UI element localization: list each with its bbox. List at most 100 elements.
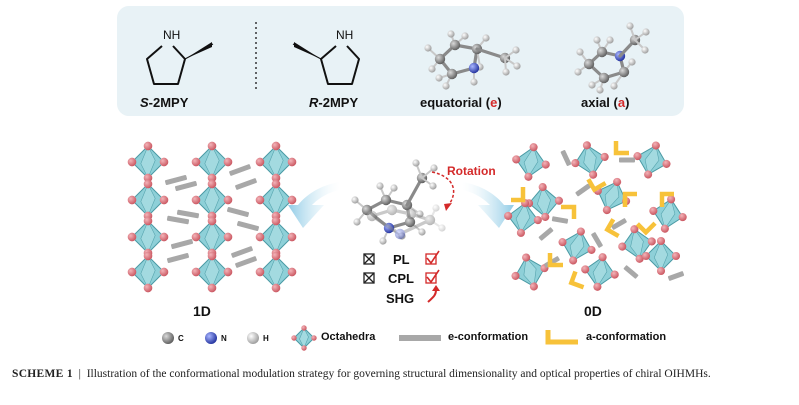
halide-atom xyxy=(504,211,513,220)
halide-atom xyxy=(207,179,217,189)
label-1d: 1D xyxy=(193,303,211,319)
halide-atom xyxy=(271,179,281,189)
hydrogen-atom xyxy=(626,22,634,30)
s-prefix: S xyxy=(140,95,149,110)
octahedron xyxy=(504,199,542,237)
e-conformation-mark xyxy=(166,252,190,264)
halide-atom xyxy=(541,212,550,221)
pl-crossed-box xyxy=(363,253,375,265)
halide-atom xyxy=(207,283,217,293)
hydrogen-atom xyxy=(574,68,582,76)
hydrogen-atom xyxy=(351,196,359,204)
a-conformation-mark xyxy=(635,221,657,236)
octahedron xyxy=(649,195,687,233)
rotation-arrowhead xyxy=(444,203,452,211)
caption-label: SCHEME 1 xyxy=(12,368,73,380)
halide-atom xyxy=(618,242,627,251)
a-conformation-mark xyxy=(568,270,585,290)
carbon-atom xyxy=(162,332,174,344)
halide-atom xyxy=(271,216,281,226)
carbon-atom xyxy=(404,216,416,228)
hydrogen-atom xyxy=(513,62,521,70)
halide-atom xyxy=(143,141,153,151)
halide-atom xyxy=(287,195,297,205)
hydrogen-atom xyxy=(429,182,437,190)
halide-atom xyxy=(255,267,265,277)
a-conformation-mark xyxy=(613,141,629,156)
octahedron xyxy=(581,253,619,291)
e-conformation-mark xyxy=(235,178,257,190)
caption-separator: | xyxy=(78,368,81,380)
hydrogen-atom xyxy=(430,164,438,172)
carbon-atom xyxy=(598,72,610,84)
halide-atom xyxy=(159,195,169,205)
octahedron xyxy=(618,225,656,263)
hydrogen-atom xyxy=(353,218,361,226)
halide-atom xyxy=(271,251,281,261)
halide-atom xyxy=(610,270,619,279)
property-cpl: CPL xyxy=(388,271,414,286)
one-d-structure xyxy=(127,141,297,293)
halide-atom xyxy=(554,196,563,205)
halide-atom xyxy=(191,195,201,205)
halide-atom xyxy=(529,143,538,152)
e-conformation-mark xyxy=(575,183,591,197)
halide-atom xyxy=(649,206,658,215)
halide-atom xyxy=(223,157,233,167)
legend-octahedra-label: Octahedra xyxy=(321,331,376,343)
octahedron xyxy=(191,216,233,258)
octahedron xyxy=(191,141,233,183)
e-conformation-mark xyxy=(229,164,251,176)
carbon-atom xyxy=(405,208,417,220)
hydrogen-atom xyxy=(610,82,618,90)
halide-atom xyxy=(207,251,217,261)
rotation-label: Rotation xyxy=(447,164,496,178)
s-h-text: H xyxy=(171,28,181,42)
halide-atom xyxy=(512,155,521,164)
zero-d-structure xyxy=(504,141,687,291)
hydrogen-atom xyxy=(576,48,584,56)
equatorial-letter: e xyxy=(490,95,498,110)
r-h-text: H xyxy=(344,28,354,42)
halide-atom xyxy=(667,195,676,204)
e-conformation-mark xyxy=(667,271,685,281)
hydrogen-atom xyxy=(424,44,432,52)
halide-atom xyxy=(287,157,297,167)
halide-atom xyxy=(223,232,233,242)
halide-atom xyxy=(589,170,598,179)
hydrogen-atom xyxy=(438,224,446,232)
hydrogen-atom xyxy=(379,237,387,245)
e-conformation-mark xyxy=(166,215,190,225)
s-2mpy-structure xyxy=(146,42,214,85)
e-conformation-mark xyxy=(551,216,569,224)
octahedron xyxy=(191,179,233,221)
octahedron xyxy=(127,216,169,258)
halide-atom xyxy=(671,251,681,261)
r-n-text: N xyxy=(336,28,345,42)
octahedron xyxy=(525,183,563,221)
halide-atom xyxy=(191,267,201,277)
octahedron xyxy=(641,236,681,276)
halide-atom xyxy=(571,159,580,168)
halide-atom xyxy=(660,224,669,233)
hydrogen-atom xyxy=(428,65,436,73)
cpl-crossed-box xyxy=(363,272,375,284)
halide-atom xyxy=(291,335,297,341)
halide-atom xyxy=(159,157,169,167)
octahedron xyxy=(633,141,671,179)
halide-atom xyxy=(613,177,622,186)
octahedron xyxy=(511,253,549,291)
halide-atom xyxy=(630,225,639,234)
hydrogen-atom xyxy=(416,210,424,218)
octahedron xyxy=(558,227,596,265)
halide-atom xyxy=(143,251,153,261)
carbon-atom xyxy=(449,39,461,51)
carbon-atom xyxy=(618,66,630,78)
hydrogen-atom xyxy=(432,204,440,212)
halide-atom xyxy=(662,159,671,168)
halide-atom xyxy=(223,195,233,205)
s-suffix: -2MPY xyxy=(148,95,189,110)
octahedron-inner-face xyxy=(537,186,551,218)
halide-atom xyxy=(143,173,153,183)
